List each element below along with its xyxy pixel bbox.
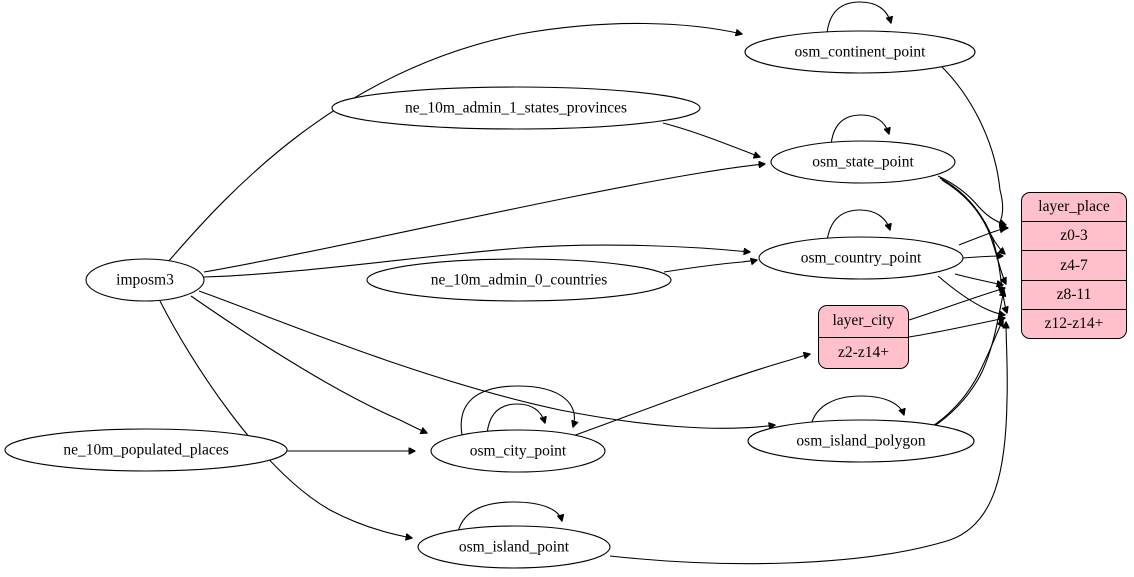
edge-ne-countries-to-osm-country-point (663, 260, 757, 273)
record-row-layer-place-z0-3[interactable]: z0-3 (1022, 222, 1126, 252)
edge-osm-state-point-to-layer-place-z4-7 (939, 177, 1005, 254)
edge-osm-city-point-self-loop-inner (486, 403, 545, 435)
edge-osm-state-point-to-layer-place-z12 (943, 180, 1007, 313)
edge-osm-island-polygon-self-loop (810, 395, 904, 426)
node-osm-island-point[interactable]: osm_island_point (417, 525, 611, 569)
edge-osm-island-point-to-layer-place-z12 (609, 322, 1007, 565)
record-row-layer-place-z4-7[interactable]: z4-7 (1022, 251, 1126, 281)
record-row-layer-place-z12-z14plus[interactable]: z12-z14+ (1044, 314, 1104, 332)
node-layer: imposm3 ne_10m_admin_1_states_provinces … (4, 30, 976, 569)
node-osm-continent-point[interactable]: osm_continent_point (744, 30, 976, 74)
edge-layer-city-to-layer-place-z8-11 (908, 288, 1005, 321)
edge-osm-island-point-self-loop (457, 501, 562, 533)
edge-osm-city-point-self-loop-outer (460, 385, 574, 436)
edge-imposm3-to-osm-city-point (190, 295, 427, 433)
record-row-layer-city-title: layer_city (819, 306, 908, 338)
edge-osm-state-point-to-layer-place-z0-3 (937, 175, 1006, 225)
edge-osm-country-point-to-layer-place-z0-3 (958, 228, 1006, 246)
edge-imposm3-to-osm-island-point (159, 300, 412, 538)
edge-layer-city-to-layer-place-z12 (908, 318, 1005, 338)
record-node-layer-city[interactable]: layer_city z2-z14+ (818, 305, 909, 369)
edge-osm-city-point-to-layer-city (569, 354, 810, 438)
edge-osm-country-point-self-loop (826, 209, 890, 242)
edge-osm-island-polygon-to-layer-place-z8-11 (932, 290, 1004, 428)
edge-imposm3-to-osm-state-point (203, 164, 765, 273)
record-node-layer-place[interactable]: layer_place z0-3 z4-7 z8-11 z12-z14+ (1021, 192, 1127, 339)
record-row-layer-place-z8-11[interactable]: z8-11 (1022, 281, 1126, 310)
edge-osm-continent-point-to-layer-place-z0-3 (941, 66, 1008, 228)
node-osm-country-point[interactable]: osm_country_point (758, 236, 964, 280)
edge-imposm3-to-osm-continent-point (167, 22, 742, 263)
edge-osm-island-polygon-to-layer-place-z12 (929, 320, 1003, 429)
edge-layer (159, 1, 1008, 565)
node-imposm3[interactable]: imposm3 (85, 258, 205, 302)
node-ne-10m-populated-places[interactable]: ne_10m_populated_places (4, 428, 288, 472)
edge-osm-continent-point-self-loop (826, 1, 891, 35)
record-row-layer-city-z2-z14plus[interactable]: z2-z14+ (838, 343, 889, 361)
edge-osm-state-point-self-loop (830, 114, 889, 146)
node-osm-island-polygon[interactable]: osm_island_polygon (747, 419, 975, 463)
edge-ne-states-to-osm-state-point (662, 122, 760, 157)
edge-osm-state-point-to-layer-place-z8-11 (941, 179, 1006, 284)
edge-imposm3-to-osm-country-point (203, 244, 750, 278)
node-ne-10m-admin-0-countries[interactable]: ne_10m_admin_0_countries (366, 258, 672, 302)
record-row-layer-place-title: layer_place (1022, 193, 1126, 223)
edge-osm-country-point-to-layer-place-z8-11 (954, 273, 1003, 285)
node-osm-state-point[interactable]: osm_state_point (770, 140, 956, 184)
edge-imposm3-to-osm-island-polygon (198, 290, 775, 428)
edge-osm-country-point-to-layer-place-z4-7 (962, 256, 1003, 258)
edge-osm-country-point-to-layer-place-z12 (937, 275, 1005, 315)
node-osm-city-point[interactable]: osm_city_point (430, 429, 606, 473)
node-ne-10m-admin-1-states-provinces[interactable]: ne_10m_admin_1_states_provinces (331, 86, 701, 130)
